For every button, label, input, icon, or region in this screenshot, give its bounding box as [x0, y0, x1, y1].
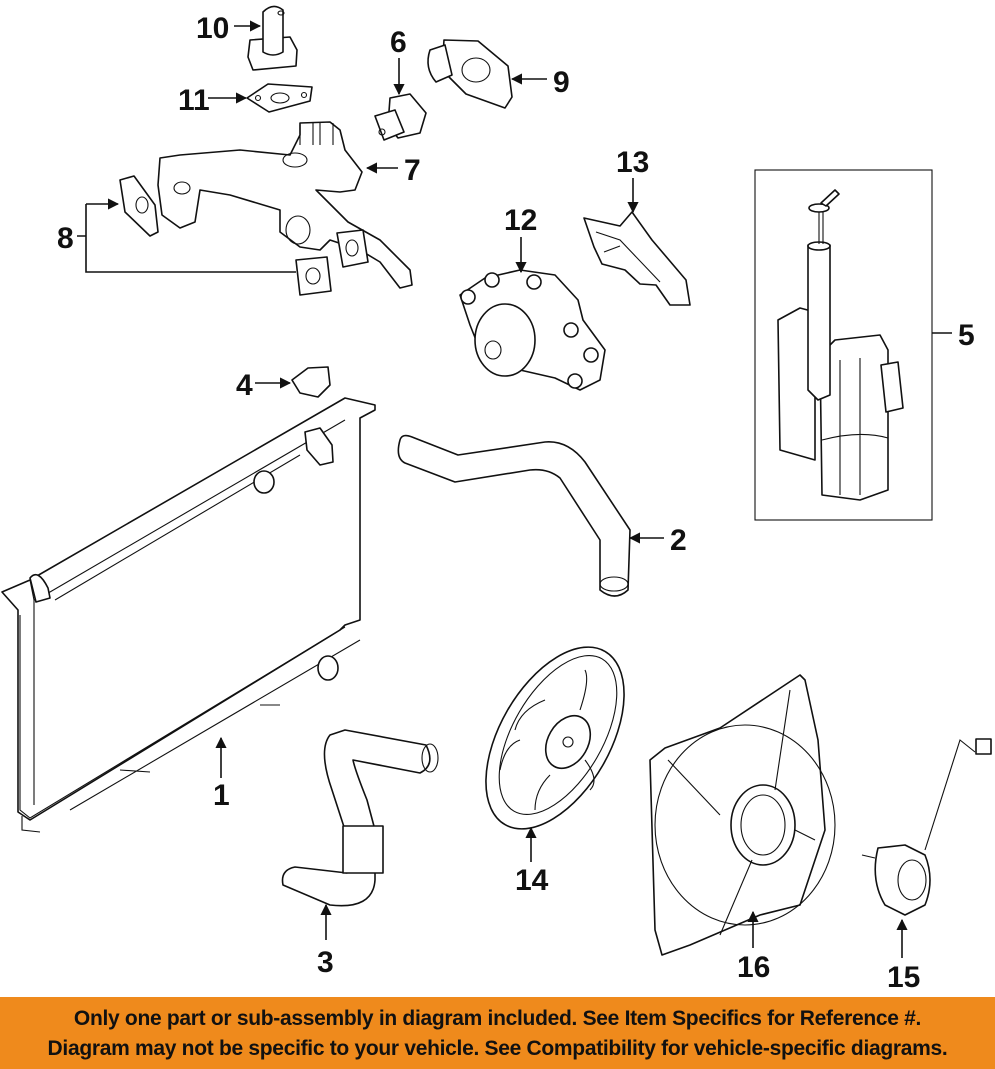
callout-11: 11 — [178, 84, 248, 117]
svg-text:12: 12 — [504, 204, 537, 237]
svg-text:9: 9 — [553, 66, 570, 99]
svg-text:11: 11 — [178, 84, 210, 117]
svg-text:10: 10 — [196, 12, 229, 45]
part-10-water-outlet[interactable] — [247, 5, 298, 71]
part-1-radiator[interactable] — [1, 397, 376, 833]
parts-diagram: 10 11 6 9 7 8 12 13 5 4 2 1 — [1, 5, 992, 994]
part-16-fan-shroud[interactable] — [649, 674, 836, 956]
disclaimer-banner: Only one part or sub-assembly in diagram… — [0, 997, 995, 1069]
callout-6: 6 — [390, 26, 407, 96]
callout-14: 14 — [515, 826, 549, 897]
svg-text:16: 16 — [737, 951, 770, 984]
callout-8: 8 — [57, 198, 296, 273]
svg-text:13: 13 — [616, 146, 649, 179]
svg-text:2: 2 — [670, 524, 687, 557]
svg-text:3: 3 — [317, 946, 334, 979]
part-11-outlet-gasket[interactable] — [246, 83, 313, 113]
callout-15: 15 — [887, 918, 920, 994]
svg-text:15: 15 — [887, 961, 920, 994]
part-9-thermostat-housing[interactable] — [427, 39, 513, 109]
part-8-gaskets[interactable] — [119, 175, 332, 296]
part-5-coolant-reservoir[interactable] — [754, 169, 933, 521]
part-12-water-pump[interactable] — [459, 269, 606, 391]
callout-7: 7 — [365, 154, 421, 187]
disclaimer-line-1: Only one part or sub-assembly in diagram… — [73, 1007, 922, 1030]
svg-text:4: 4 — [236, 369, 253, 402]
svg-text:5: 5 — [958, 319, 975, 352]
part-15-fan-motor[interactable] — [861, 738, 992, 916]
svg-text:14: 14 — [515, 864, 549, 897]
disclaimer-line-2: Diagram may not be specific to your vehi… — [47, 1037, 948, 1060]
callout-4: 4 — [236, 369, 292, 402]
callout-16: 16 — [737, 910, 770, 984]
callout-10: 10 — [196, 12, 262, 45]
callout-2: 2 — [628, 524, 687, 557]
part-6-thermostat[interactable] — [374, 93, 427, 141]
callout-3: 3 — [317, 903, 334, 979]
part-14-fan-blade[interactable] — [457, 624, 652, 852]
callout-12: 12 — [504, 204, 537, 274]
part-3-lower-hose[interactable] — [281, 729, 439, 907]
svg-text:8: 8 — [57, 222, 74, 255]
callout-9: 9 — [510, 66, 570, 99]
part-4-radiator-cap[interactable] — [291, 366, 331, 398]
svg-text:1: 1 — [213, 779, 230, 812]
callout-13: 13 — [616, 146, 649, 214]
part-2-upper-hose[interactable] — [397, 434, 631, 597]
callout-1: 1 — [213, 736, 230, 812]
part-13-water-pump-gasket[interactable] — [583, 211, 691, 306]
callout-5: 5 — [932, 319, 975, 352]
svg-text:7: 7 — [404, 154, 421, 187]
svg-text:6: 6 — [390, 26, 407, 59]
part-7-water-outlet-housing[interactable] — [157, 121, 413, 289]
